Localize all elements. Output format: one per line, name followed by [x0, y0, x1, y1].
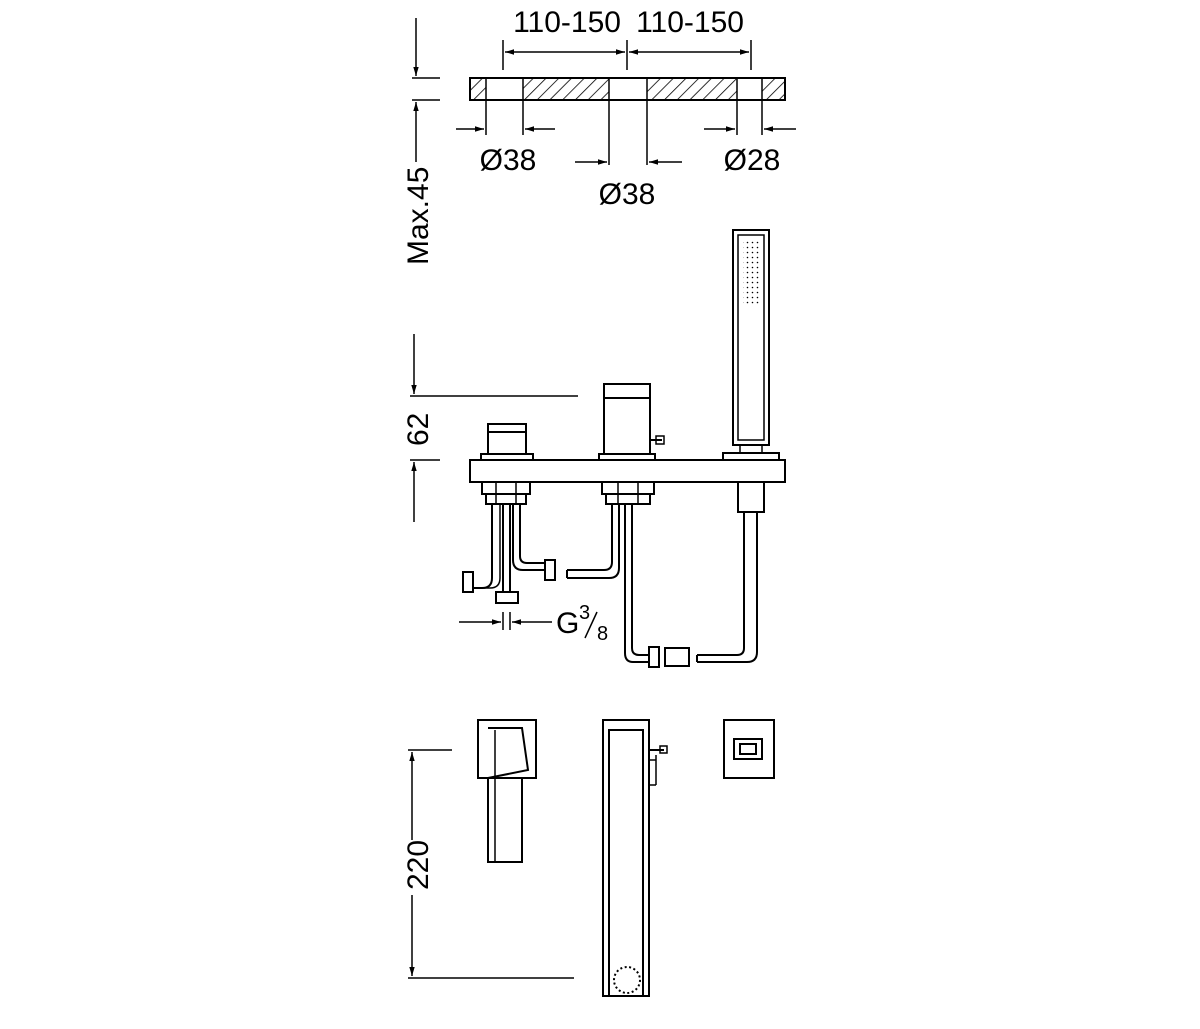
hole-dimensions: Ø38 Ø38 Ø28	[456, 100, 796, 211]
thread-numerator: 3	[579, 602, 590, 624]
valve-handle	[480, 423, 534, 461]
spout-body	[598, 383, 665, 461]
holder-top-view	[723, 719, 775, 779]
hole-center-label: Ø38	[599, 178, 656, 211]
thread-dimension: G 3 8	[459, 602, 608, 645]
valve-side-view	[477, 719, 537, 863]
height-220-dimension: 220	[402, 749, 574, 979]
max-thickness-dimension: Max.45	[402, 18, 440, 265]
thread-prefix: G	[556, 607, 579, 640]
under-deck-fittings	[462, 481, 765, 668]
max-thickness-label: Max.45	[402, 167, 435, 265]
deck-section	[469, 459, 786, 483]
deck-plan-view	[469, 77, 786, 101]
spacing-left-label: 110-150	[513, 6, 621, 39]
spacing-dimensions: 110-150 110-150	[502, 6, 752, 70]
hole-left-label: Ø38	[480, 144, 537, 177]
height-62-dimension: 62	[402, 334, 578, 522]
thread-denominator: 8	[597, 623, 608, 645]
hand-shower	[722, 229, 780, 461]
height-220-label: 220	[402, 840, 435, 890]
hole-right-label: Ø28	[724, 144, 781, 177]
spacing-right-label: 110-150	[636, 6, 744, 39]
spout-side-view	[602, 719, 668, 997]
height-62-label: 62	[402, 413, 435, 446]
